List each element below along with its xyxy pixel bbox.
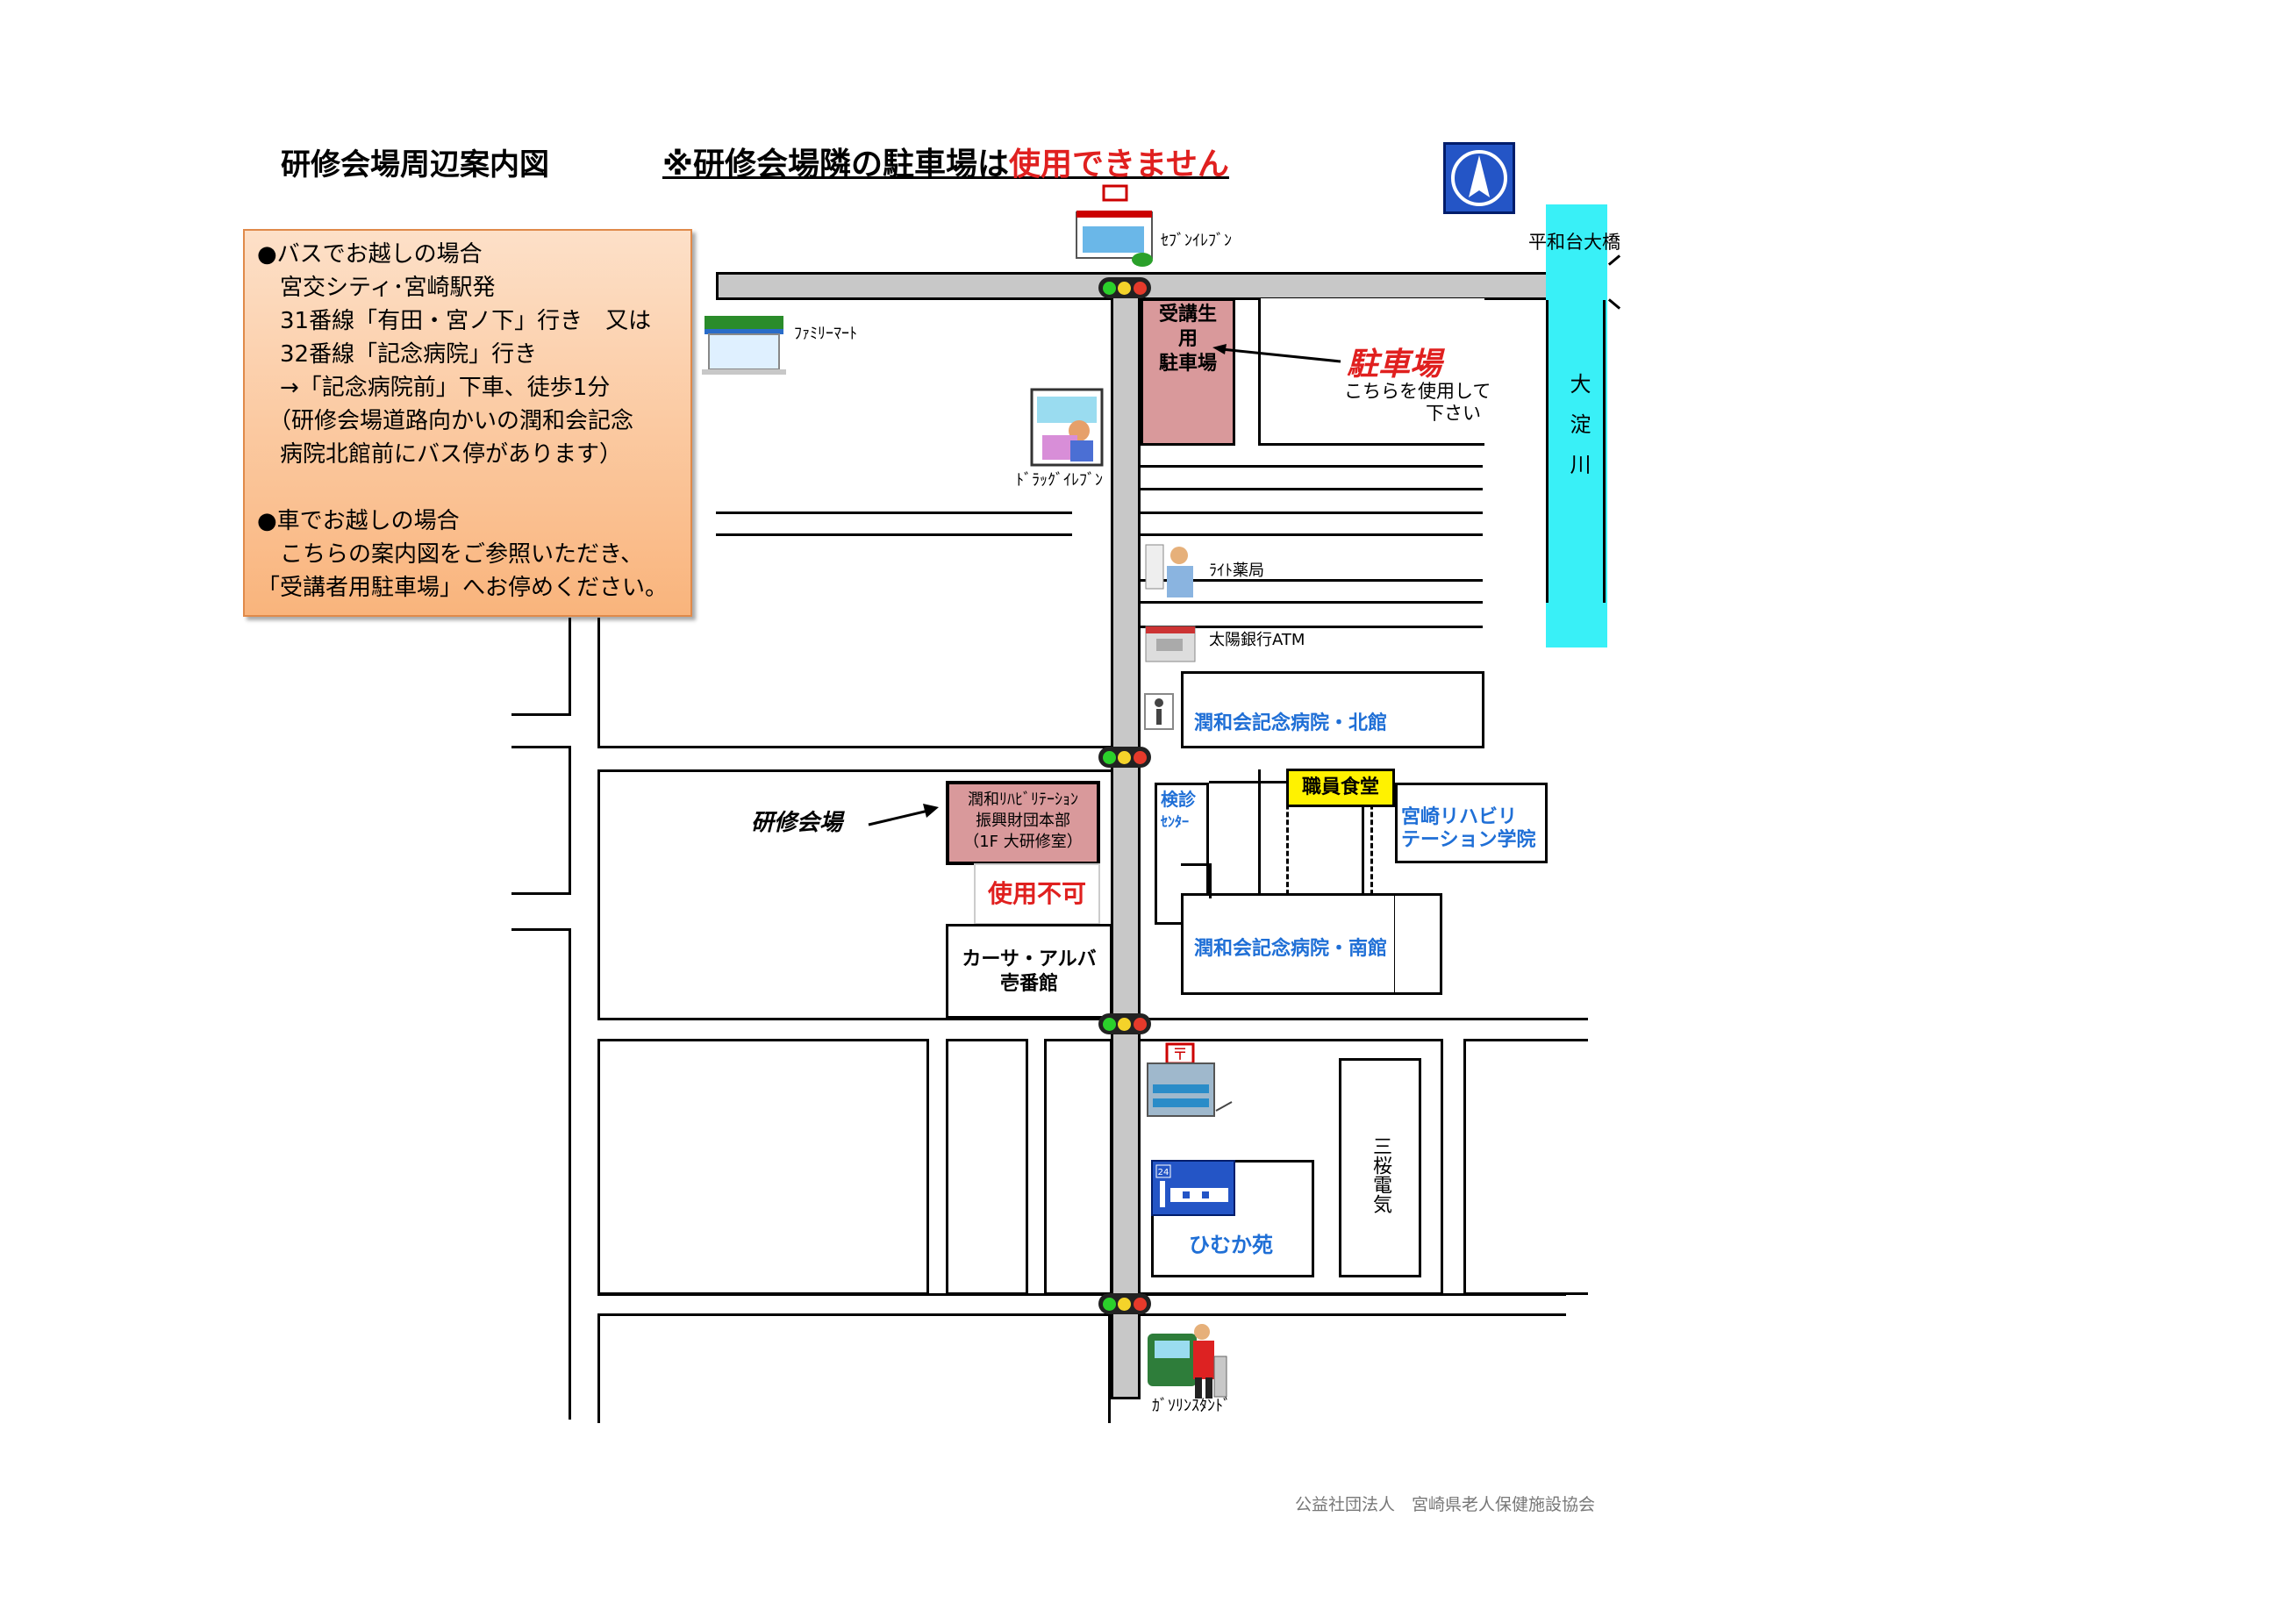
traffic-signal-icon [1098,1013,1151,1034]
taiyo-atm-label: 太陽銀行ATM [1209,631,1305,649]
access-info-text: ●バスでお越しの場合 宮交シティ･宮崎駅発 31番線「有田・宮ノ下」行き 又は … [257,238,668,605]
rehab-school-label-2: テーション学院 [1401,829,1536,851]
traffic-signal-icon [1098,747,1151,768]
parking-notice-alert: 使用できません [1009,147,1229,182]
checkup-label-2: ｾﾝﾀｰ [1161,813,1190,830]
info-line: こちらの案内図をご参照いただき、 [257,541,644,568]
info-line: ●バスでお越しの場合 [257,241,483,268]
casa-alba-line1: カーサ・アルバ [962,948,1097,970]
venue-line2: 振興財団本部 [976,812,1070,830]
parking-callout-line1: こちらを使用して [1344,381,1491,402]
rehab-school: 宮崎リハビリ テーション学院 [1395,783,1548,863]
parking-callout-title: 駐車場 [1347,347,1442,383]
svg-text:〒: 〒 [1172,1046,1188,1064]
atm-icon [1144,625,1197,663]
info-line: ●車でお越しの場合 [257,508,460,534]
casa-alba-line2: 壱番館 [999,973,1058,995]
venue-building[interactable]: 潤和ﾘﾊﾋﾞﾘﾃｰｼｮﾝ 振興財団本部 （1F 大研修室） [946,781,1100,865]
info-line: 宮交シティ･宮崎駅発 [257,275,496,301]
light-pharmacy-label: ﾗｲﾄ薬局 [1209,562,1264,580]
parking-lot-line1: 受講生 [1158,304,1217,326]
hospital-north-wing: 潤和会記念病院・北館 [1181,671,1484,748]
north-wing-label: 潤和会記念病院・北館 [1194,712,1388,734]
cafeteria-label: 職員食堂 [1301,776,1379,798]
gas-station-icon [1144,1316,1232,1402]
seven-eleven-label: ｾﾌﾞﾝｲﾚﾌﾞﾝ [1161,232,1232,250]
parking-notice: ※研修会場隣の駐車場は使用できません [662,139,1229,184]
info-line: 32番線「記念病院」行き [257,341,538,368]
access-info-box: ●バスでお越しの場合 宮交シティ･宮崎駅発 31番線「有田・宮ノ下」行き 又は … [243,229,692,617]
info-line: →「記念病院前」下車、徒歩1分 [257,375,611,401]
seven-eleven-icon [1072,184,1158,268]
heiwadai-bridge-label: 平和台大橋 [1528,232,1620,253]
hospital-south-wing: 潤和会記念病院・南館 [1181,893,1397,995]
traffic-signal-icon [1098,1293,1151,1314]
info-line: 病院北館前にバス停があります） [257,441,623,468]
pharmacy-icon [1144,540,1197,601]
parking-notice-prefix: ※研修会場隣の駐車場は [662,147,1009,182]
info-line [257,471,668,504]
post-office-icon: 〒 [1144,1041,1235,1123]
venue-arrow-icon [868,804,939,826]
bus-stop-icon [1144,693,1174,730]
page-title: 研修会場周辺案内図 [281,147,549,182]
checkup-label-1: 検診 [1161,789,1196,810]
top-road [716,272,1607,300]
parking-callout-line2: 下さい [1426,403,1481,424]
unavailable-label: 使用不可 [987,879,1086,908]
info-line: （研修会場道路向かいの潤和会記念 [257,408,634,434]
info-line: 31番線「有田・宮ノ下」行き 又は [257,308,652,334]
venue-line1: 潤和ﾘﾊﾋﾞﾘﾃｰｼｮﾝ [968,791,1078,809]
24h-sign-icon: 24 [1151,1160,1235,1216]
sign-24-text: 24 [1158,1168,1169,1177]
family-mart-icon [700,298,788,377]
parking-lot-line2: 用 [1177,328,1198,350]
main-road [1111,290,1141,1399]
gas-station-label: ｶﾞｿﾘﾝｽﾀﾝﾄﾞ [1152,1397,1231,1415]
drug-eleven-icon [1026,383,1107,469]
himuka-facility: 24 ひむか苑 [1151,1160,1314,1277]
river [1546,204,1607,647]
drug-eleven-label: ﾄﾞﾗｯｸﾞｲﾚﾌﾞﾝ [1016,471,1103,490]
student-parking-lot: 受講生 用 駐車場 [1141,298,1235,446]
staff-cafeteria: 職員食堂 [1286,769,1395,807]
info-line: 「受講者用駐車場」へお停めください。 [257,575,669,601]
traffic-signal-icon [1098,277,1151,298]
casa-alba: カーサ・アルバ 壱番館 [946,924,1112,1019]
sanou-denki-label: 三桜電気 [1370,1136,1391,1213]
venue-callout: 研修会場 [751,810,843,836]
south-wing-label: 潤和会記念病院・南館 [1194,938,1388,960]
family-mart-label: ﾌｧﾐﾘｰﾏｰﾄ [794,325,857,343]
sanou-denki: 三桜電気 [1339,1058,1421,1277]
north-arrow-icon [1443,142,1515,214]
venue-line3: （1F 大研修室） [963,833,1083,851]
rehab-school-label-1: 宮崎リハビリ [1401,806,1518,828]
footer-org: 公益社団法人 宮崎県老人保健施設協会 [1295,1495,1596,1514]
river-label: 大淀川 [1566,373,1591,494]
himuka-label: ひむか苑 [1189,1233,1273,1257]
parking-arrow-icon [1212,344,1341,363]
parking-lot-line3: 駐車場 [1158,353,1217,375]
venue-unavailable-lot: 使用不可 [974,863,1100,925]
